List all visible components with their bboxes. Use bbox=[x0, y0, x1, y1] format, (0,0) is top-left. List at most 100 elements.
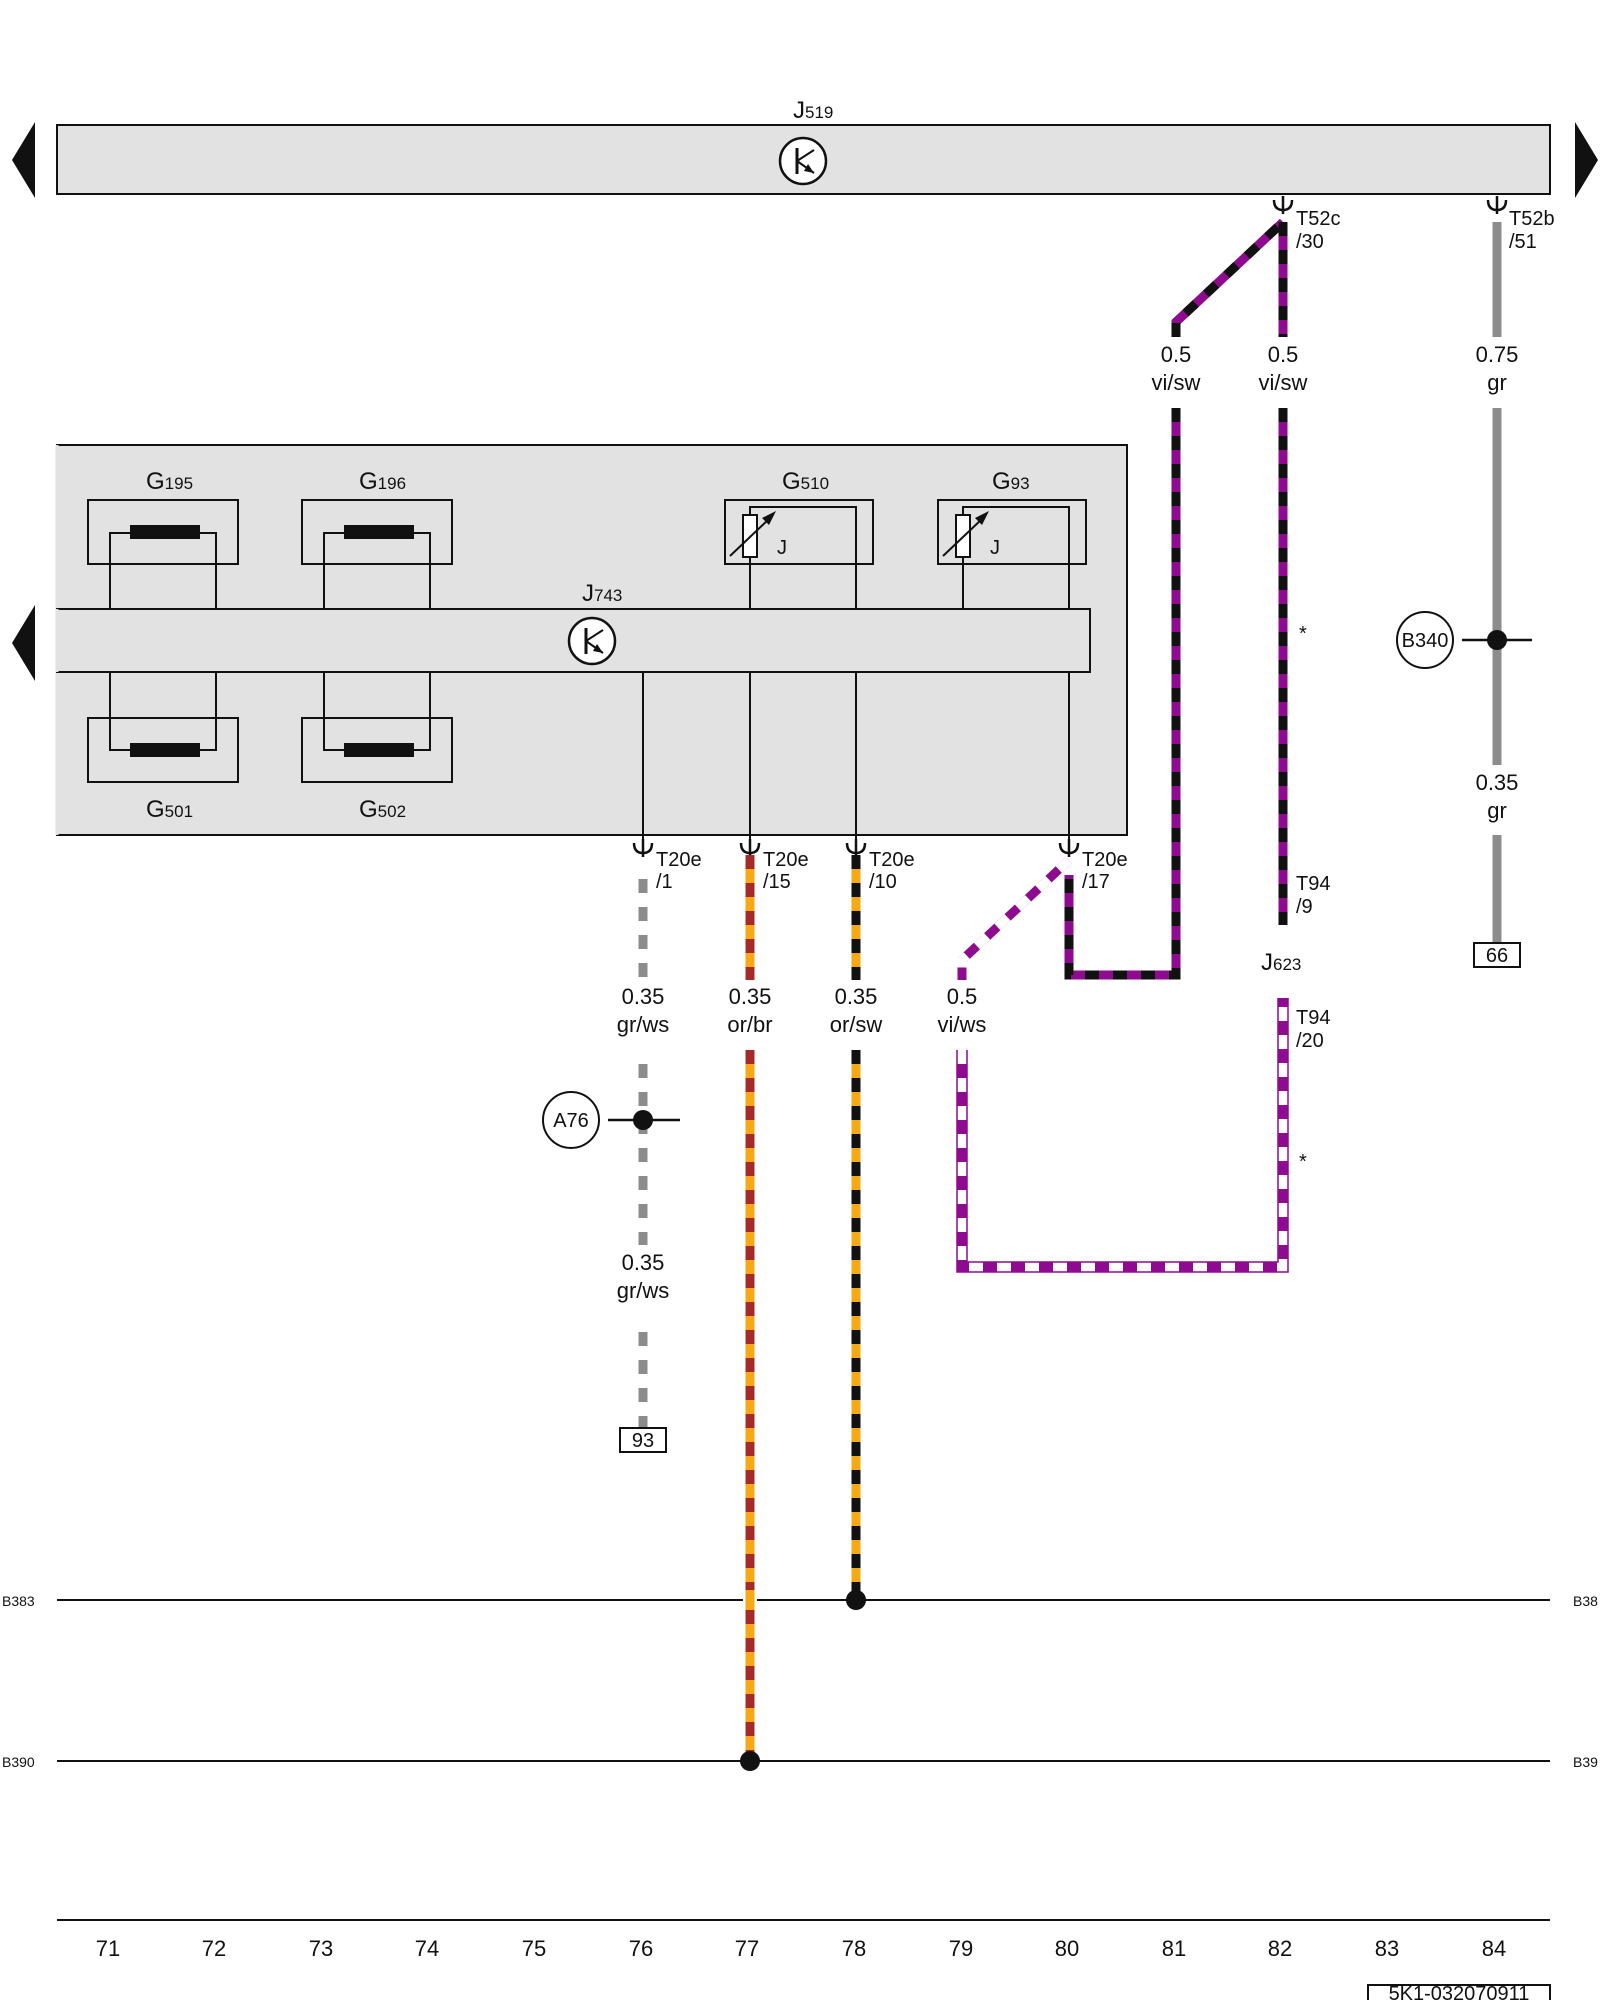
junction-78-b383 bbox=[846, 1590, 866, 1610]
column-number: 84 bbox=[1482, 1936, 1506, 1961]
note-star-lower: * bbox=[1299, 1151, 1307, 1173]
g195-label: G195 bbox=[146, 468, 193, 495]
junction-77-b390 bbox=[740, 1751, 760, 1771]
wire-82-color: vi/sw bbox=[1259, 370, 1308, 395]
column-number: 75 bbox=[522, 1936, 546, 1961]
wire-79-base bbox=[957, 998, 1288, 1272]
continue-right-arrow-top bbox=[1575, 122, 1598, 198]
t20e-1-pin: /1 bbox=[656, 871, 673, 893]
wire-81-color: vi/sw bbox=[1152, 370, 1201, 395]
column-number: 72 bbox=[202, 1936, 226, 1961]
column-number: 73 bbox=[309, 1936, 333, 1961]
g501-label: G501 bbox=[146, 796, 193, 823]
wire-84a-color: gr bbox=[1487, 370, 1507, 395]
wire-81-stripe bbox=[1064, 408, 1181, 980]
g196-label: G196 bbox=[359, 468, 406, 495]
t20e-10-pin: /10 bbox=[869, 871, 897, 893]
column-numbers: 71 72 73 74 75 76 77 78 79 80 81 82 83 8… bbox=[96, 1936, 1506, 1961]
splice-a76-label: A76 bbox=[553, 1110, 589, 1132]
j743-label: J743 bbox=[582, 580, 622, 607]
ref-box-66 bbox=[1473, 942, 1521, 968]
t52b-pin: /51 bbox=[1509, 231, 1537, 253]
ground-b383-left: B383 bbox=[2, 1593, 35, 1609]
column-number: 71 bbox=[96, 1936, 120, 1961]
column-number: 79 bbox=[949, 1936, 973, 1961]
svg-text:J: J bbox=[990, 537, 1000, 559]
j519-transistor-icon bbox=[778, 136, 828, 186]
g501-sensor bbox=[87, 672, 239, 783]
wire-81-top-stripe bbox=[1171, 218, 1287, 337]
note-star-upper: * bbox=[1299, 623, 1307, 645]
column-number: 83 bbox=[1375, 1936, 1399, 1961]
g195-sensor bbox=[87, 499, 239, 609]
wire-76a-size: 0.35 bbox=[622, 984, 665, 1009]
continue-left-arrow-top bbox=[12, 122, 35, 198]
column-number: 82 bbox=[1268, 1936, 1292, 1961]
splice-a76 bbox=[542, 1091, 680, 1149]
t52c-name: T52c bbox=[1296, 208, 1340, 230]
wire-79-outline bbox=[956, 998, 1289, 1273]
j743-transistor-icon bbox=[567, 616, 617, 666]
t52b-name: T52b bbox=[1509, 208, 1555, 230]
t52c-pin: /30 bbox=[1296, 231, 1324, 253]
column-number: 80 bbox=[1055, 1936, 1079, 1961]
g93-sensor: J bbox=[937, 499, 1087, 609]
g502-label: G502 bbox=[359, 796, 406, 823]
g510-label: G510 bbox=[782, 468, 829, 495]
ground-b383-right: B38 bbox=[1573, 1593, 1598, 1609]
wires bbox=[638, 218, 1502, 1760]
j743-internal-leads bbox=[642, 672, 1070, 840]
wire-84b-color: gr bbox=[1487, 798, 1507, 823]
t20e-17-name: T20e bbox=[1082, 849, 1128, 871]
wire-77-size: 0.35 bbox=[729, 984, 772, 1009]
splice-b340 bbox=[1396, 611, 1532, 669]
ref-66-label: 66 bbox=[1486, 945, 1508, 967]
column-number: 74 bbox=[415, 1936, 439, 1961]
t94-20-pin: /20 bbox=[1296, 1030, 1324, 1052]
t20e-1-name: T20e bbox=[656, 849, 702, 871]
column-number: 76 bbox=[629, 1936, 653, 1961]
g93-label: G93 bbox=[992, 468, 1030, 495]
t20e-17-pin: /17 bbox=[1082, 871, 1110, 893]
t94-20-name: T94 bbox=[1296, 1007, 1330, 1029]
ref-93-label: 93 bbox=[632, 1430, 654, 1452]
wire-79-size: 0.5 bbox=[947, 984, 978, 1009]
column-number: 77 bbox=[735, 1936, 759, 1961]
t20e-10-name: T20e bbox=[869, 849, 915, 871]
wire-77-color: or/br bbox=[727, 1012, 772, 1037]
wire-84a-size: 0.75 bbox=[1476, 342, 1519, 367]
wire-79-top-base bbox=[957, 856, 1073, 980]
g510-sensor: J bbox=[724, 499, 874, 609]
g502-sensor bbox=[301, 672, 453, 783]
ground-b390-right: B39 bbox=[1573, 1754, 1598, 1770]
connector-symbols bbox=[632, 196, 1508, 857]
wire-81-size: 0.5 bbox=[1161, 342, 1192, 367]
doc-code: 5K1-032070911 bbox=[1389, 1983, 1530, 2000]
wire-79-color: vi/ws bbox=[938, 1012, 987, 1037]
svg-text:J: J bbox=[777, 537, 787, 559]
column-number: 78 bbox=[842, 1936, 866, 1961]
t20e-15-name: T20e bbox=[763, 849, 809, 871]
t94-9-name: T94 bbox=[1296, 873, 1330, 895]
splice-b340-label: B340 bbox=[1402, 630, 1449, 652]
t94-9-pin: /9 bbox=[1296, 896, 1313, 918]
wire-76b-color: gr/ws bbox=[617, 1278, 670, 1303]
wire-84b-size: 0.35 bbox=[1476, 770, 1519, 795]
continue-left-arrow-mid bbox=[12, 605, 35, 681]
wire-81-top-base bbox=[1171, 218, 1287, 337]
j519-label: J519 bbox=[793, 97, 833, 124]
g196-sensor bbox=[301, 499, 453, 609]
wire-78-color: or/sw bbox=[830, 1012, 883, 1037]
wire-79-top-stripe bbox=[957, 856, 1073, 980]
ground-b390-left: B390 bbox=[2, 1754, 35, 1770]
wire-76a-color: gr/ws bbox=[617, 1012, 670, 1037]
t20e-15-pin: /15 bbox=[763, 871, 791, 893]
wire-82-size: 0.5 bbox=[1268, 342, 1299, 367]
ref-box-93 bbox=[619, 1427, 667, 1453]
column-number: 81 bbox=[1162, 1936, 1186, 1961]
wire-79-stripe bbox=[957, 998, 1288, 1272]
wire-78-size: 0.35 bbox=[835, 984, 878, 1009]
wire-76b-size: 0.35 bbox=[622, 1250, 665, 1275]
